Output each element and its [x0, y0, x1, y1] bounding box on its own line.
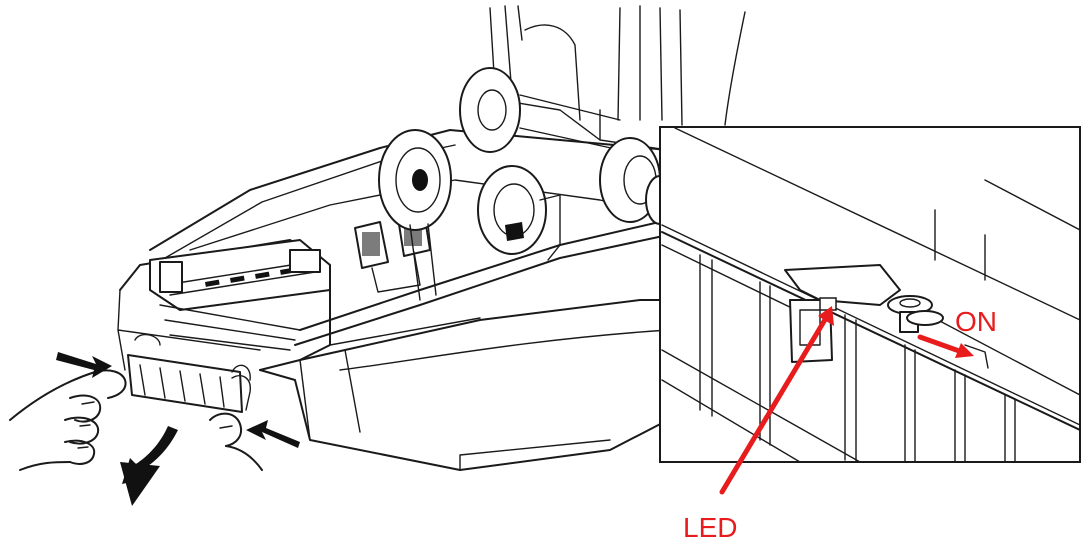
left-hand: [9, 369, 127, 471]
led-pointer-arrow-icon: [719, 306, 834, 495]
on-label: ON: [955, 306, 997, 337]
on-switch-arrow-icon: [917, 334, 974, 358]
led-label: LED: [683, 512, 737, 543]
inset-detail-panel: [659, 126, 1081, 463]
squeeze-arrow-left-icon: [56, 352, 112, 378]
right-hand: [209, 374, 263, 471]
open-direction-arrow-icon: [120, 426, 178, 506]
printer-body: [117, 5, 746, 471]
squeeze-arrow-right-icon: [246, 420, 300, 448]
